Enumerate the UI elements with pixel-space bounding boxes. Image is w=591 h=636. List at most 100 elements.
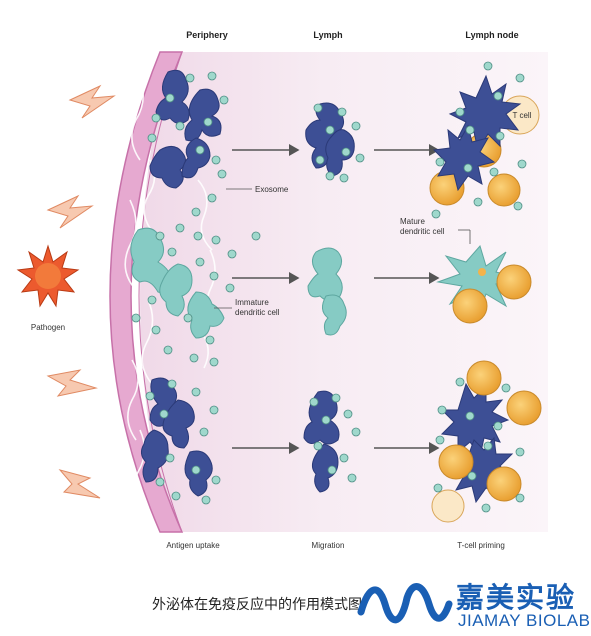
exosome-particle: [191, 207, 201, 217]
exosome-particle: [347, 473, 357, 483]
exosome-particle: [455, 107, 465, 117]
exosome-particle: [351, 427, 361, 437]
exosome-particle: [171, 491, 181, 501]
exosome-particle: [315, 155, 325, 165]
exosome-particle: [211, 235, 221, 245]
exosome-particle: [211, 475, 221, 485]
exosome-particle: [145, 391, 155, 401]
pathogen-icon: [16, 244, 80, 308]
exosome-particle: [163, 345, 173, 355]
logo-chinese-text: 嘉美实验: [456, 581, 577, 614]
exosome-particle: [211, 155, 221, 165]
exosome-particle: [251, 231, 261, 241]
exosome-particle: [147, 295, 157, 305]
exosome-particle: [207, 193, 217, 203]
footer-t-cell-priming: T-cell priming: [457, 541, 505, 550]
t-cells-middle: [452, 264, 532, 324]
exosome-particle: [435, 435, 445, 445]
exosome-particle: [309, 397, 319, 407]
header-periphery: Periphery: [186, 30, 228, 40]
exosome-particle: [325, 125, 335, 135]
footer-antigen-uptake: Antigen uptake: [166, 541, 220, 550]
label-mature-dc-line2: dendritic cell: [400, 227, 445, 236]
exosome-particle: [201, 495, 211, 505]
exosome-particle: [331, 393, 341, 403]
exosome-particle: [159, 409, 169, 419]
footer-migration: Migration: [312, 541, 345, 550]
exosome-particle: [515, 447, 525, 457]
exosome-particle: [219, 95, 229, 105]
exosome-particle: [227, 249, 237, 259]
exosome-particle: [165, 453, 175, 463]
exosome-particle: [481, 503, 491, 513]
jiamay-logo-icon: [357, 583, 453, 624]
header-lymph-node: Lymph node: [465, 30, 518, 40]
label-pathogen: Pathogen: [31, 323, 65, 332]
exosome-particle: [489, 167, 499, 177]
exosome-particle: [167, 247, 177, 257]
exosome-particle: [313, 441, 323, 451]
header-lymph: Lymph: [313, 30, 342, 40]
exosome-particle: [217, 169, 227, 179]
exosome-particle: [343, 409, 353, 419]
antigen-dot: [478, 268, 486, 276]
exosome-particles: [131, 61, 527, 513]
exosome-particle: [175, 223, 185, 233]
exosome-particle: [191, 387, 201, 397]
exosome-particle: [465, 411, 475, 421]
exosome-particle: [473, 197, 483, 207]
exosome-particle: [165, 93, 175, 103]
exosome-particle: [155, 477, 165, 487]
immature-dendritic-cells-periphery: [130, 227, 225, 339]
exosome-particle: [517, 159, 527, 169]
label-mature-dc-line1: Mature: [400, 217, 425, 226]
exosome-particle: [151, 325, 161, 335]
exosome-particle: [493, 91, 503, 101]
exosome-particle: [155, 231, 165, 241]
exosome-particle: [193, 231, 203, 241]
exosome-particle: [495, 131, 505, 141]
exosome-particle: [209, 405, 219, 415]
exosome-particle: [195, 257, 205, 267]
migration-arrows: [232, 144, 440, 454]
exosome-particle: [339, 173, 349, 183]
exosome-particle: [167, 379, 177, 389]
label-exosome: Exosome: [255, 185, 289, 194]
exosome-particle: [467, 471, 477, 481]
exosome-particle: [351, 121, 361, 131]
logo-english-text: JIAMAY BIOLAB: [458, 611, 591, 630]
exosome-particle: [325, 171, 335, 181]
exosome-particle: [483, 61, 493, 71]
exosome-particle: [185, 73, 195, 83]
exosome-particle: [455, 377, 465, 387]
exosome-particle: [327, 465, 337, 475]
exosome-particle: [515, 73, 525, 83]
t-cells-bottom: [431, 360, 542, 523]
exosome-particle: [501, 383, 511, 393]
exosome-particle: [195, 145, 205, 155]
exosome-particle: [339, 453, 349, 463]
exosome-particle: [493, 421, 503, 431]
exosome-particle: [203, 117, 213, 127]
exosome-particle: [355, 153, 365, 163]
exosome-particle: [131, 313, 141, 323]
exosome-particle: [191, 465, 201, 475]
exosome-particle: [151, 113, 161, 123]
exosome-particle: [209, 271, 219, 281]
exosome-particle: [183, 313, 193, 323]
figure-caption: 外泌体在免疫反应中的作用模式图: [152, 597, 362, 613]
exosome-particle: [207, 71, 217, 81]
exosome-particle: [147, 133, 157, 143]
label-t-cell: T cell: [513, 111, 532, 120]
exosome-particle: [337, 107, 347, 117]
exosome-particle: [209, 357, 219, 367]
exosome-particle: [513, 201, 523, 211]
dendritic-cell-teal-lymph: [307, 247, 347, 336]
exosome-particle: [465, 125, 475, 135]
label-immature-dc-line2: dendritic cell: [235, 308, 280, 317]
exosome-particle: [205, 335, 215, 345]
label-immature-dc-line1: Immature: [235, 298, 269, 307]
exosome-particle: [515, 493, 525, 503]
exosome-particle: [435, 157, 445, 167]
